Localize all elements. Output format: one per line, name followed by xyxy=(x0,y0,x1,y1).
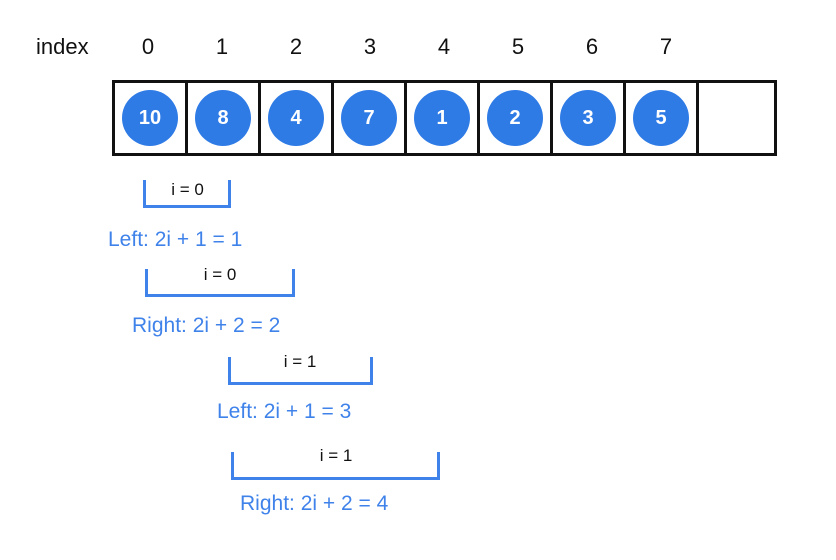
array-cell-2: 4 xyxy=(261,83,334,153)
array-node-4: 1 xyxy=(414,90,470,146)
step-1-bracket xyxy=(143,180,231,208)
step-2-bracket xyxy=(145,269,295,297)
array-cell-4: 1 xyxy=(407,83,480,153)
step-2-formula: Right: 2i + 2 = 2 xyxy=(132,314,281,337)
step-3-i-label: i = 1 xyxy=(283,352,317,371)
array-node-2: 4 xyxy=(268,90,324,146)
array-cell-1: 8 xyxy=(188,83,261,153)
index-label: index xyxy=(36,34,89,59)
array-node-3: 7 xyxy=(341,90,397,146)
array-cell-3: 7 xyxy=(334,83,407,153)
array-node-7: 5 xyxy=(633,90,689,146)
step-4-i-label: i = 1 xyxy=(319,446,353,465)
array-cell-0: 10 xyxy=(115,83,188,153)
step-3-formula: Left: 2i + 1 = 3 xyxy=(217,400,352,423)
array-cell-5: 2 xyxy=(480,83,553,153)
array-node-6: 3 xyxy=(560,90,616,146)
step-1-i-label: i = 0 xyxy=(171,180,204,199)
step-2-i-label: i = 0 xyxy=(203,265,237,284)
index-4: 4 xyxy=(437,34,451,59)
index-6: 6 xyxy=(585,34,599,59)
index-3: 3 xyxy=(363,34,377,59)
step-3-bracket xyxy=(228,357,373,385)
array-cell-7: 5 xyxy=(626,83,699,153)
step-4-formula: Right: 2i + 2 = 4 xyxy=(240,492,389,515)
heap-array: 10 8 4 7 1 2 3 5 xyxy=(112,80,777,156)
array-cell-empty xyxy=(699,83,774,153)
array-node-0: 10 xyxy=(122,90,178,146)
array-cell-6: 3 xyxy=(553,83,626,153)
array-node-1: 8 xyxy=(195,90,251,146)
index-0: 0 xyxy=(141,34,155,59)
index-2: 2 xyxy=(289,34,303,59)
step-1-formula: Left: 2i + 1 = 1 xyxy=(108,228,243,251)
step-4-bracket xyxy=(231,452,440,480)
index-7: 7 xyxy=(659,34,673,59)
index-5: 5 xyxy=(511,34,525,59)
array-node-5: 2 xyxy=(487,90,543,146)
index-1: 1 xyxy=(215,34,229,59)
